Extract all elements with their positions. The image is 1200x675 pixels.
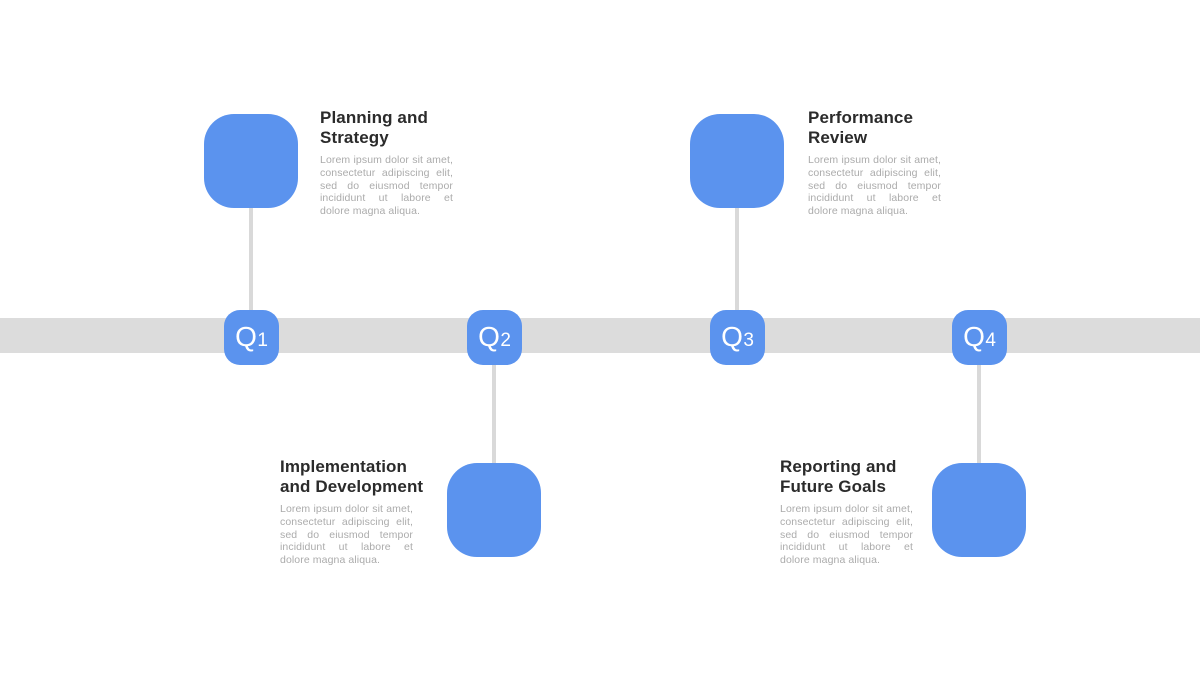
timeline-item-q2-body: Lorem ipsum dolor sit amet, consectetur …: [280, 503, 413, 567]
milestone-shape-q1: [204, 114, 298, 208]
timeline-item-q3-text: Performance Review Lorem ipsum dolor sit…: [808, 108, 960, 218]
quarter-marker-q1-number: 1: [257, 330, 268, 351]
timeline-item-q1-title: Planning and Strategy: [320, 108, 428, 147]
timeline-item-q2-title: Implementation and Development: [280, 457, 424, 496]
quarter-marker-q2-letter: Q: [478, 321, 501, 352]
timeline-bar: [0, 318, 1200, 353]
timeline-item-q1-body: Lorem ipsum dolor sit amet, consectetur …: [320, 154, 453, 218]
timeline-item-q4-text: Reporting and Future Goals Lorem ipsum d…: [780, 457, 932, 567]
quarter-marker-q1-letter: Q: [235, 321, 258, 352]
milestone-shape-q3: [690, 114, 784, 208]
quarter-marker-q2-number: 2: [500, 330, 511, 351]
timeline-item-q1-text: Planning and Strategy Lorem ipsum dolor …: [320, 108, 472, 218]
timeline-item-q4-title: Reporting and Future Goals: [780, 457, 897, 496]
quarter-marker-q3: Q3: [710, 310, 765, 365]
milestone-shape-q2: [447, 463, 541, 557]
connector-line-q1: [249, 200, 253, 315]
connector-line-q4: [977, 360, 981, 468]
timeline-item-q2-text: Implementation and Development Lorem ips…: [280, 457, 432, 567]
connector-line-q2: [492, 360, 496, 468]
quarter-marker-q1: Q1: [224, 310, 279, 365]
quarter-marker-q3-letter: Q: [721, 321, 744, 352]
quarter-marker-q4-number: 4: [985, 330, 996, 351]
quarter-marker-q3-number: 3: [743, 330, 754, 351]
timeline-item-q3-body: Lorem ipsum dolor sit amet, consectetur …: [808, 154, 941, 218]
milestone-shape-q4: [932, 463, 1026, 557]
timeline-item-q3-title: Performance Review: [808, 108, 914, 147]
quarter-marker-q4: Q4: [952, 310, 1007, 365]
connector-line-q3: [735, 200, 739, 315]
quarter-marker-q4-letter: Q: [963, 321, 986, 352]
quarter-marker-q2: Q2: [467, 310, 522, 365]
timeline-item-q4-body: Lorem ipsum dolor sit amet, consectetur …: [780, 503, 913, 567]
